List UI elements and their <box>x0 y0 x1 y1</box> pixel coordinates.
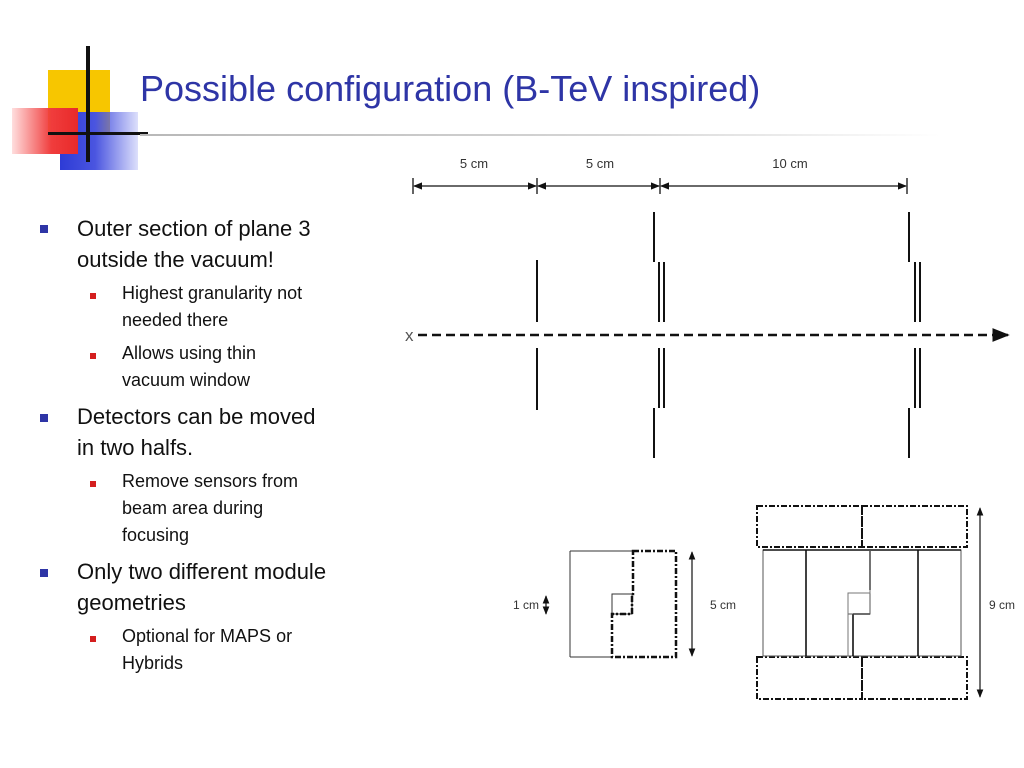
sub-bullet-marker <box>90 353 96 359</box>
bullet-marker <box>40 414 48 422</box>
bullet-line: Only two different module <box>77 559 327 584</box>
sub-bullet-line: needed there <box>122 310 229 330</box>
decorative-logo <box>0 0 160 180</box>
logo-vertical-line <box>86 46 90 162</box>
spacing-label-2: 5 cm <box>586 156 614 171</box>
bullet-line: outside the vacuum! <box>77 247 274 272</box>
bullet-text: Only two different module geometries <box>77 556 377 618</box>
sub-bullet-line: Highest granularity not <box>122 283 303 303</box>
slide-title: Possible configuration (B-TeV inspired) <box>140 68 761 109</box>
sub-bullet-line: focusing <box>122 525 190 545</box>
spacing-label-1: 5 cm <box>460 156 488 171</box>
sub-bullet-text: Optional for MAPS or Hybrids <box>122 623 367 677</box>
spacing-dimension-line <box>412 178 908 194</box>
sub-bullet-line: Optional for MAPS or <box>122 626 293 646</box>
bullet-line: Detectors can be moved <box>77 404 316 429</box>
sub-bullet-line: Remove sensors from <box>122 471 299 491</box>
large-module-drawing <box>756 505 968 700</box>
small-module-size-label: 5 cm <box>710 598 736 612</box>
detector-plane-2 <box>653 212 665 458</box>
bullet-line: Outer section of plane 3 <box>77 216 311 241</box>
logo-horizontal-line <box>48 132 148 135</box>
bullet-line: geometries <box>77 590 186 615</box>
bullet-text: Outer section of plane 3 outside the vac… <box>77 213 377 275</box>
notch-size-label: 1 cm <box>513 598 539 612</box>
sub-bullet-text: Allows using thin vacuum window <box>122 340 367 394</box>
sub-bullet-text: Highest granularity not needed there <box>122 280 367 334</box>
sub-bullet-line: Hybrids <box>122 653 184 673</box>
sub-bullet-line: beam area during <box>122 498 264 518</box>
bullet-line: in two halfs. <box>77 435 194 460</box>
small-module-drawing <box>569 549 678 659</box>
origin-marker: x <box>405 326 414 345</box>
sub-bullet-line: Allows using thin <box>122 343 257 363</box>
sub-bullet-marker <box>90 293 96 299</box>
sub-bullet-line: vacuum window <box>122 370 251 390</box>
sub-bullet-marker <box>90 481 96 487</box>
large-module-size-label: 9 cm <box>989 598 1015 612</box>
sub-bullet-marker <box>90 636 96 642</box>
bullet-marker <box>40 225 48 233</box>
detector-plane-3 <box>908 212 921 458</box>
title-underline <box>140 134 940 136</box>
logo-red-square <box>12 108 78 154</box>
bullet-marker <box>40 569 48 577</box>
spacing-label-3: 10 cm <box>772 156 807 171</box>
sub-bullet-text: Remove sensors from beam area during foc… <box>122 468 367 549</box>
bullet-text: Detectors can be moved in two halfs. <box>77 401 377 463</box>
